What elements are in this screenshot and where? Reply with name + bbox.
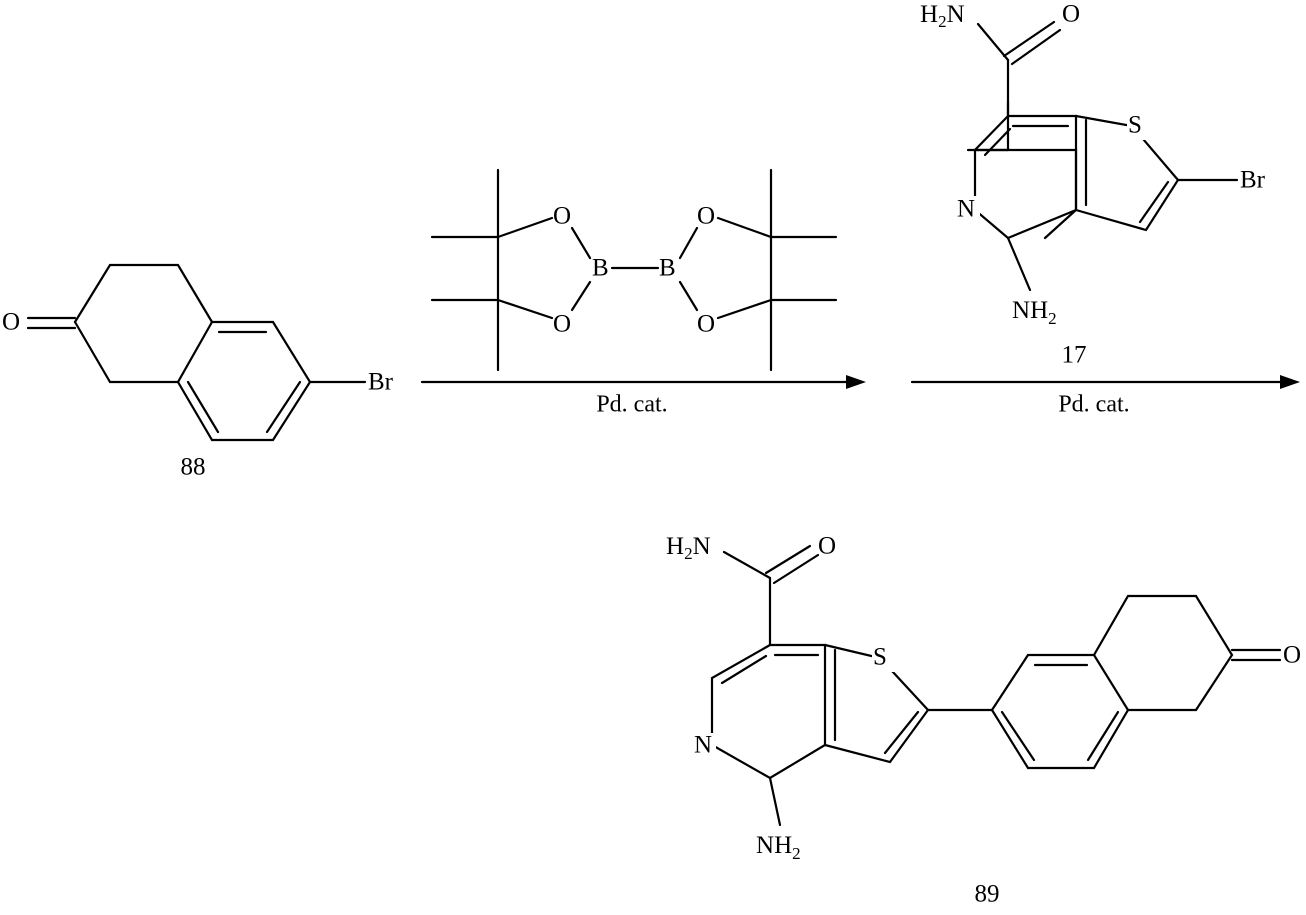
- atom-oxygen: O: [2, 309, 20, 336]
- atom-oxygen: O: [1062, 1, 1080, 28]
- amide-nh2-group: H2N: [666, 533, 711, 563]
- atom-oxygen: O: [1283, 642, 1301, 669]
- atom-sulfur: S: [873, 644, 887, 671]
- atom-oxygen: O: [553, 203, 571, 230]
- atom-boron: B: [659, 255, 676, 282]
- compound-88-label: 88: [181, 454, 206, 481]
- compound-89-structure: S N O O H2N NH2: [666, 533, 1301, 863]
- atom-bromine: Br: [1240, 167, 1266, 194]
- atom-boron: B: [592, 255, 609, 282]
- atom-oxygen: O: [697, 203, 715, 230]
- atom-nitrogen: N: [694, 732, 712, 759]
- atom-bromine: Br: [368, 369, 394, 396]
- compound-17-structure: S N O Br H2N NH2: [920, 1, 1266, 328]
- compound-88-structure: O Br: [2, 265, 394, 440]
- atom-oxygen: O: [697, 311, 715, 338]
- amine-nh2-group: NH2: [1012, 297, 1057, 328]
- reaction-arrow-1: [422, 375, 866, 389]
- atom-oxygen: O: [818, 533, 836, 560]
- amine-nh2-group: NH2: [756, 832, 801, 863]
- condition-step1: Pd. cat.: [596, 392, 667, 418]
- compound-89-label: 89: [975, 881, 1000, 908]
- atom-nitrogen: N: [957, 196, 975, 223]
- amide-nh2-group: H2N: [920, 1, 965, 31]
- reagent-diboron-structure: O O B B O O: [432, 170, 836, 370]
- condition-step2: Pd. cat.: [1058, 392, 1129, 418]
- compound-17-label: 17: [1062, 342, 1087, 369]
- atom-oxygen: O: [553, 311, 571, 338]
- atom-sulfur: S: [1128, 112, 1142, 139]
- reaction-arrow-2: [912, 375, 1300, 389]
